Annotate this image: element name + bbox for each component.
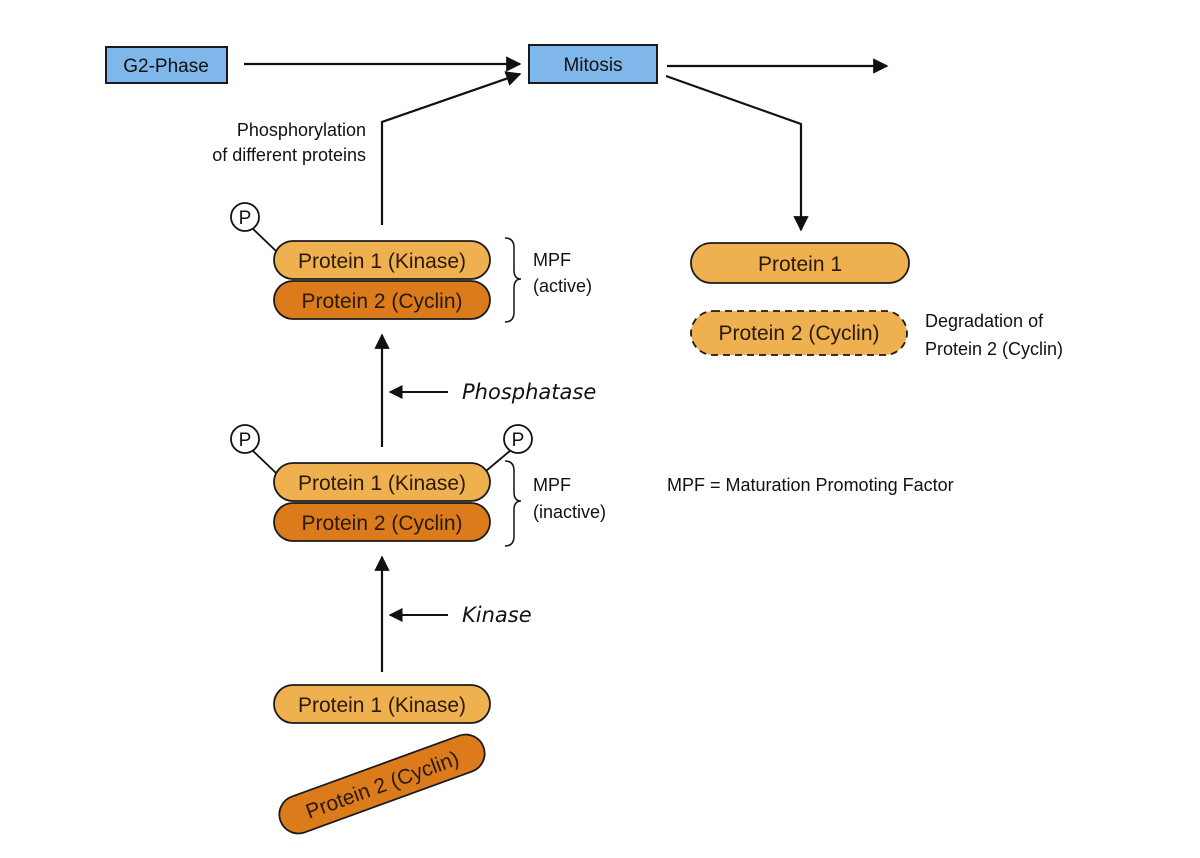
mpf-inactive-complex: P P Protein 1 (Kinase) Protein 2 (Cyclin…: [230, 424, 533, 542]
mpf-inactive-label-line1: MPF: [533, 475, 571, 495]
kinase-pill-label: Protein 1 (Kinase): [298, 250, 466, 273]
kinase-pill: [273, 240, 491, 280]
kinase-pill: [273, 684, 491, 724]
phosphate-icon: [230, 202, 260, 232]
protein1-pill-label: Protein 1: [758, 253, 842, 276]
mitosis-node: Mitosis: [528, 44, 658, 84]
arrow-mitosis-to-protein1: [665, 74, 809, 232]
mpf-inactive-label-line2: (inactive): [533, 502, 606, 522]
free-kinase: Protein 1 (Kinase): [273, 684, 491, 724]
degraded-cyclin-label: Protein 2 (Cyclin): [718, 322, 879, 345]
protein1-pill: [690, 242, 910, 284]
mitosis-label: Mitosis: [563, 55, 622, 76]
phosphorylation-label-line1: Phosphorylation: [237, 120, 366, 140]
phosphatase-label: Phosphatase: [462, 380, 596, 404]
kinase-pill-label: Protein 1 (Kinase): [298, 472, 466, 495]
mpf-active-label-line1: MPF: [533, 250, 571, 270]
arrow-mpf-to-mitosis: [380, 71, 522, 225]
kinase-pill-label: Protein 1 (Kinase): [298, 694, 466, 717]
kinase-pill: [273, 462, 491, 502]
degradation-label-line1: Degradation of: [925, 311, 1044, 331]
mpf-active-label-line2: (active): [533, 276, 592, 296]
mpf-active-complex: P Protein 1 (Kinase) Protein 2 (Cyclin): [230, 202, 491, 320]
cyclin-pill: [273, 280, 491, 320]
kinase-enzyme-label: Kinase: [462, 603, 532, 627]
free-cyclin: Protein 2 (Cyclin): [278, 733, 486, 835]
cyclin-pill: [273, 502, 491, 542]
phosphate-icon: [503, 424, 533, 454]
cyclin-pill: [278, 733, 486, 835]
phosphate-label: P: [239, 208, 252, 229]
protein1-after-mitosis: Protein 1: [690, 242, 910, 284]
phosphate-icon: [230, 424, 260, 454]
degraded-cyclin-pill: [690, 310, 908, 356]
mpf-definition: MPF = Maturation Promoting Factor: [667, 475, 954, 495]
degradation-label-line2: Protein 2 (Cyclin): [925, 339, 1063, 359]
g2-phase-node: G2-Phase: [105, 46, 228, 84]
cyclin-pill-label: Protein 2 (Cyclin): [301, 512, 462, 535]
phosphate-label: P: [512, 430, 525, 451]
phosphate-label: P: [239, 430, 252, 451]
mpf-inactive-brace: [504, 460, 522, 547]
cyclin-pill-label: Protein 2 (Cyclin): [301, 290, 462, 313]
g2-phase-label: G2-Phase: [123, 56, 209, 77]
degraded-cyclin: Protein 2 (Cyclin): [690, 310, 908, 356]
mpf-active-brace: [504, 237, 522, 323]
phosphorylation-label-line2: of different proteins: [212, 145, 366, 165]
